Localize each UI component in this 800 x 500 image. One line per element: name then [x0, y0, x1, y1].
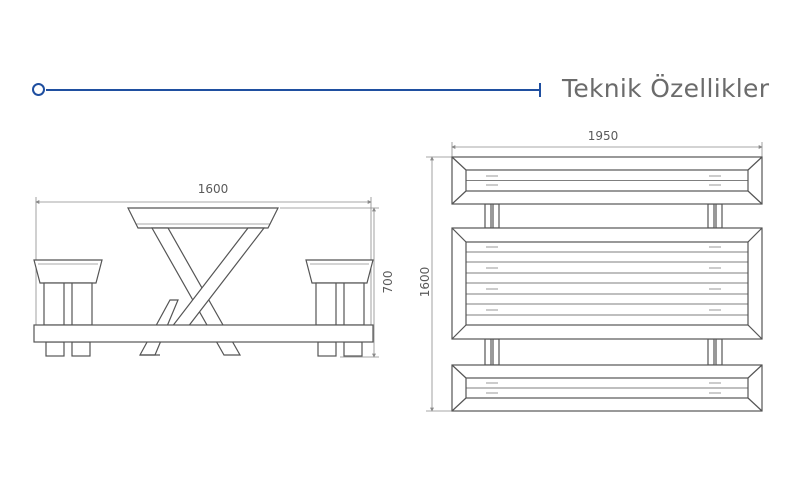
side-height-dimension — [280, 207, 379, 358]
side-width-label: 1600 — [198, 182, 229, 196]
top-width-label: 1950 — [588, 129, 619, 143]
header-dot — [32, 83, 45, 96]
right-stool — [305, 259, 374, 357]
side-view: 1600 700 — [33, 182, 395, 358]
header-tick — [539, 83, 541, 97]
top-bench — [451, 156, 763, 205]
bottom-bench — [451, 364, 763, 412]
base-beam — [33, 324, 374, 343]
left-stool — [33, 259, 103, 357]
table-top — [127, 207, 279, 229]
top-height-dimension — [426, 156, 452, 412]
header-rule — [46, 89, 540, 91]
top-width-dimension — [451, 142, 763, 157]
top-view: 1950 1600 — [418, 129, 763, 412]
page-title: Teknik Özellikler — [562, 74, 770, 103]
side-height-label: 700 — [381, 271, 395, 294]
top-height-label: 1600 — [418, 267, 432, 298]
top-rails-lower — [484, 338, 723, 366]
top-rails-upper — [484, 203, 723, 229]
top-table — [451, 227, 763, 340]
